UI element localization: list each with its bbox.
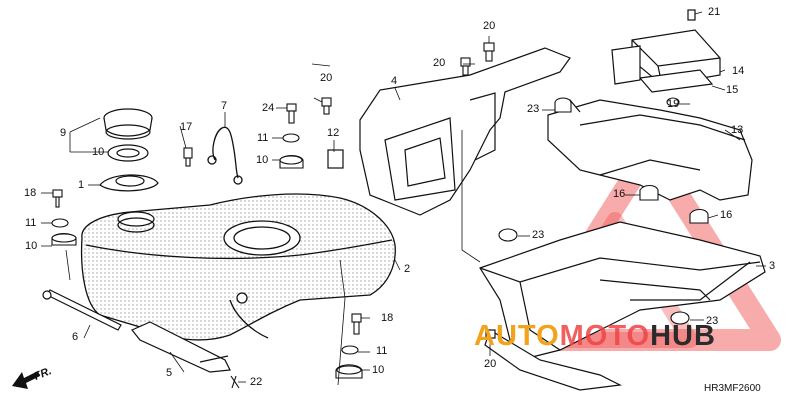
callout-20d: 20	[484, 358, 497, 370]
callout-10a: 10	[25, 240, 38, 252]
callout-1: 1	[78, 179, 85, 191]
callout-22: 22	[250, 376, 263, 388]
callout-2: 2	[404, 263, 411, 275]
callout-16a: 16	[613, 188, 626, 200]
callout-16b: 16	[720, 209, 733, 221]
callout-23a: 23	[527, 103, 540, 115]
callout-4: 4	[391, 75, 398, 87]
upper-bracket	[327, 47, 571, 216]
callout-18a: 18	[24, 187, 37, 199]
callout-24: 24	[262, 102, 275, 114]
leader-lines	[41, 11, 766, 386]
callout-5: 5	[166, 367, 173, 379]
small-parts-left	[51, 103, 304, 246]
callout-23b: 23	[532, 229, 545, 241]
watermark-part3: HUB	[650, 320, 716, 352]
callout-11c: 11	[376, 345, 388, 357]
small-parts-bottom	[230, 313, 363, 389]
callout-15: 15	[726, 84, 739, 96]
callout-23c: 23	[706, 315, 719, 327]
callout-13: 13	[731, 124, 744, 136]
callout-18b: 18	[381, 312, 394, 324]
callout-11b: 11	[257, 132, 269, 144]
callout-21: 21	[708, 6, 721, 18]
fuel-tank	[80, 193, 396, 341]
callout-10b: 10	[256, 154, 269, 166]
callout-20b: 20	[433, 57, 446, 69]
control-unit	[611, 9, 721, 93]
diagram-code: HR3MF2600	[704, 383, 761, 394]
callout-11a: 11	[25, 217, 37, 229]
lower-frame	[479, 221, 766, 391]
callout-7: 7	[221, 100, 228, 112]
watermark-text: AUTOMOTOHUB	[474, 320, 716, 353]
small-parts-right	[498, 97, 709, 325]
battery-box	[547, 99, 753, 201]
callout-20c: 20	[483, 20, 496, 32]
callout-3: 3	[769, 260, 776, 272]
callout-9: 10	[92, 146, 105, 158]
watermark-part2: MOTO	[559, 320, 651, 352]
cap-gasket	[107, 144, 149, 162]
long-bolt	[42, 289, 122, 331]
callout-10c: 10	[372, 364, 385, 376]
ground-wire	[207, 126, 243, 185]
callout-17: 17	[180, 121, 193, 133]
callout-14: 14	[732, 65, 745, 77]
callout-8: 9	[60, 127, 67, 139]
front-arrow-icon	[12, 371, 40, 389]
callout-6: 6	[72, 331, 79, 343]
callout-12: 12	[327, 127, 340, 139]
callout-19: 19	[667, 98, 680, 110]
callout-20a: 20	[320, 72, 333, 84]
fuel-cap	[103, 108, 153, 140]
fuel-band	[99, 174, 159, 192]
watermark-part1: AUTO	[474, 320, 560, 352]
tank-bracket	[131, 321, 231, 373]
